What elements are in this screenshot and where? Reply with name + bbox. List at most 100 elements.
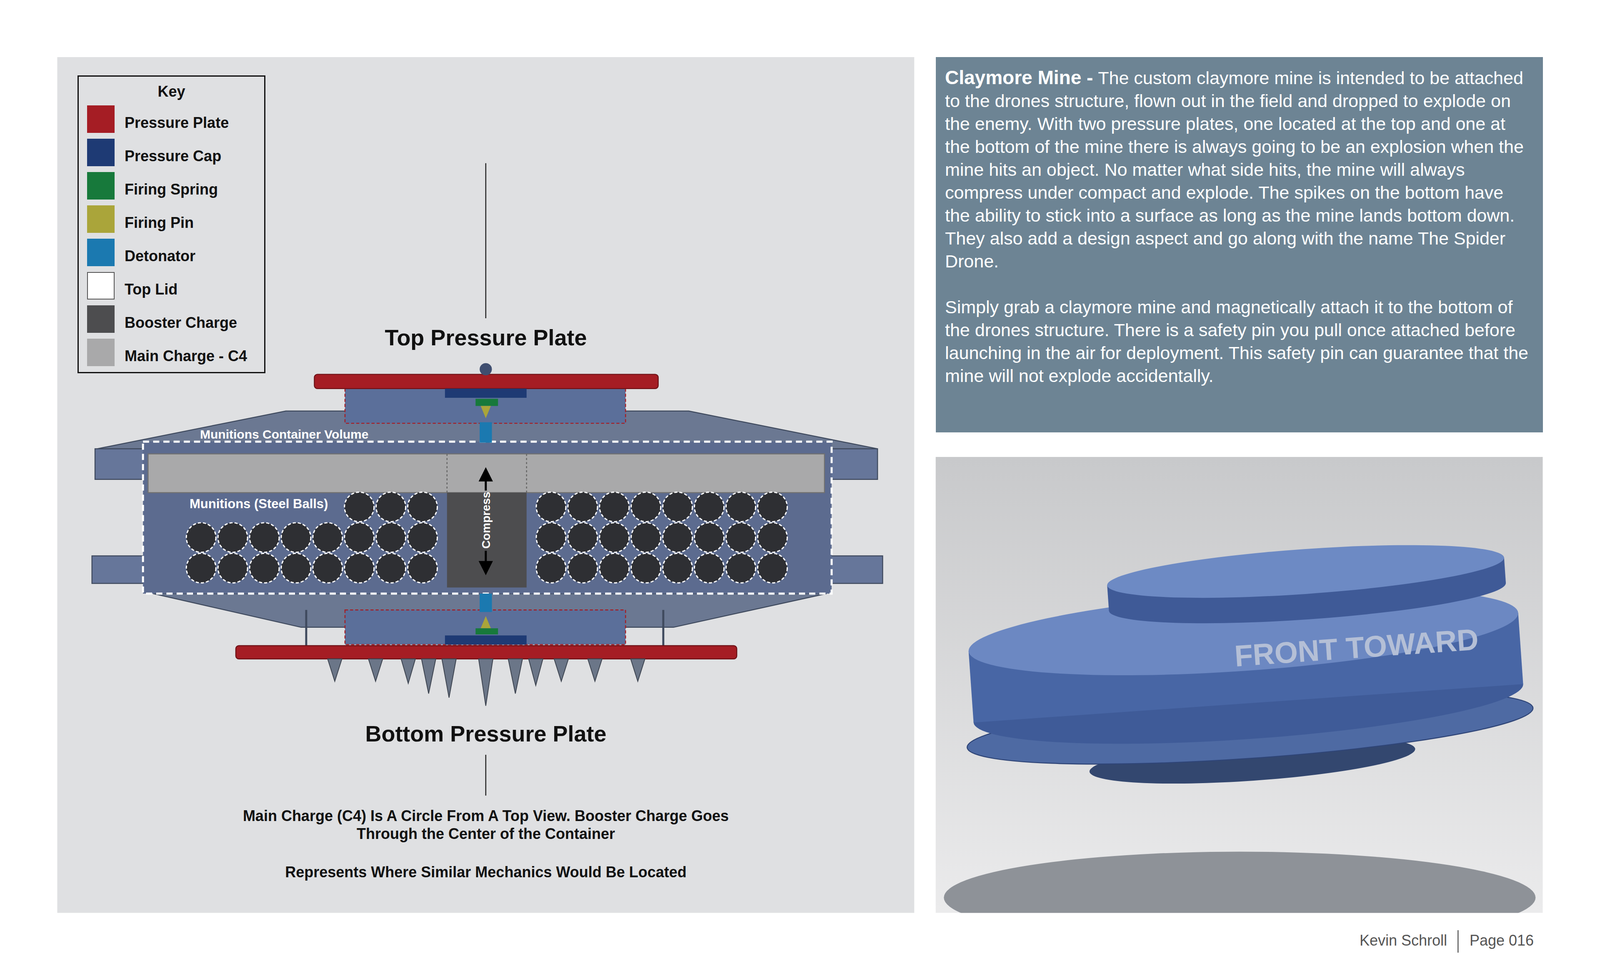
steel-ball [757,553,788,583]
legend-text: Detonator [124,247,196,265]
detonator [479,422,492,443]
legend-title: Key [78,82,265,101]
steel-ball [757,492,788,522]
legend-swatch [87,105,115,133]
support-leg [305,610,308,646]
steel-balls [186,492,788,583]
pressure-cap [445,635,527,645]
legend-swatch [87,338,115,367]
legend-swatch [87,172,115,200]
steel-ball [407,522,438,553]
spike [442,659,457,698]
container [142,441,832,594]
steel-ball [376,492,406,522]
leader-line [485,163,487,319]
steel-ball [536,522,566,553]
mine-cross-section [92,363,883,707]
spike [508,659,523,694]
firing-spring [475,628,498,635]
leader-line [485,755,487,796]
detonator [479,593,492,613]
spikes [327,659,645,707]
steel-ball [694,553,725,583]
legend-text: Main Charge - C4 [124,347,248,365]
spike [587,659,603,682]
note: Main Charge (C4) Is A Circle From A Top … [221,807,751,843]
note: Represents Where Similar Mechanics Would… [285,863,687,882]
panel-body: The custom claymore mine is intended to … [945,67,1524,272]
region-label: Munitions Container Volume [200,427,369,443]
steel-ball [662,553,693,583]
firing-pin [480,406,491,419]
steel-ball [567,553,598,583]
region-label: Munitions (Steel Balls) [189,496,328,512]
panel-body: Simply grab a claymore mine and magnetic… [945,295,1533,388]
steel-ball [281,553,311,583]
steel-ball [662,522,693,553]
steel-ball [599,492,630,522]
top-housing [345,388,626,424]
legend-text: Firing Spring [124,180,218,199]
legend-swatch [87,238,115,267]
legend-swatch [87,305,115,333]
steel-ball [599,522,630,553]
legend-swatch [87,205,115,233]
spike [327,659,342,682]
mine-render [943,534,1537,914]
steel-ball [631,492,661,522]
legend-text: Pressure Plate [124,113,229,132]
steel-ball [694,522,725,553]
support-leg [662,610,665,646]
steel-ball [344,553,375,583]
steel-ball [312,553,343,583]
steel-ball [407,553,438,583]
steel-ball [186,522,216,553]
steel-ball [662,492,693,522]
guide-line [446,454,448,493]
steel-ball [344,492,375,522]
legend-text: Booster Charge [124,313,238,332]
steel-ball [217,522,248,553]
steel-ball [725,492,756,522]
main-charge [147,454,825,493]
legend-text: Pressure Cap [124,147,222,165]
cap-top [1105,535,1506,608]
steel-ball [376,522,406,553]
steel-ball [536,492,566,522]
guide-line [526,454,528,493]
spike [630,659,645,682]
steel-ball [725,553,756,583]
steel-ball [249,553,280,583]
spike [478,659,493,707]
knob [479,363,492,376]
steel-ball [757,522,788,553]
legend-swatch [87,138,115,167]
legend-text: Top Lid [124,280,178,299]
spike [528,659,543,686]
bottom-pressure-plate [235,645,737,660]
steel-ball [725,522,756,553]
steel-ball [694,492,725,522]
shadow [943,852,1536,914]
bottom-housing [345,610,626,645]
steel-ball [281,522,311,553]
top-pressure-plate [314,374,659,389]
spike [368,659,383,682]
firing-spring [475,398,498,406]
steel-ball [536,553,566,583]
panel-heading: Claymore Mine - [945,66,1093,89]
steel-ball [407,492,438,522]
spike [401,659,416,684]
steel-ball [567,522,598,553]
steel-ball [344,522,375,553]
steel-ball [567,492,598,522]
spike [554,659,569,682]
legend-swatch [87,272,115,300]
steel-ball [217,553,248,583]
steel-ball [599,553,630,583]
paragraph: Claymore Mine - The custom claymore mine… [945,66,1533,273]
page-number: Page 016 [1469,931,1534,950]
part-label: Top Pressure Plate [384,324,587,352]
footer-separator [1457,930,1459,953]
firing-pin [480,616,491,629]
